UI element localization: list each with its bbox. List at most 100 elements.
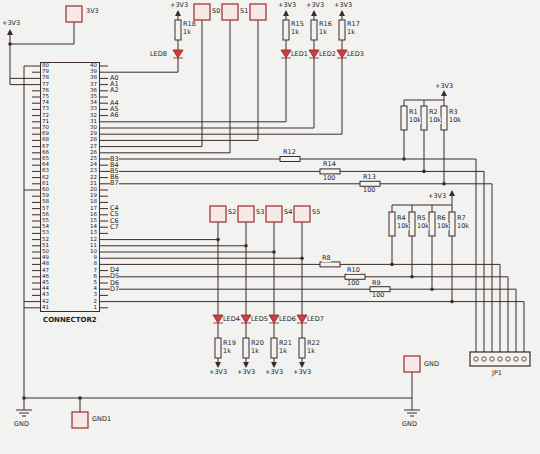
pin-number: 36 [90,88,97,94]
component-label: R20 [251,340,264,347]
component-label: LED4 [223,316,240,323]
pin-number: 54 [42,224,49,230]
pin-number: 12 [90,237,97,243]
component-label: R13 [363,174,376,181]
component-label: R15 [291,21,304,28]
component-label: 1k [291,29,299,36]
schematic-stroke [297,323,307,324]
component-label: 10k [457,223,469,230]
pin-number: 53 [42,230,49,236]
schematic-stroke [238,206,254,222]
component-label: LED5 [251,316,268,323]
schematic-stroke [108,222,302,315]
schematic-stroke [250,4,266,20]
schematic-stroke [404,92,444,100]
schematic-stroke [244,244,248,248]
component-label: R5 [417,215,426,222]
schematic-stroke [482,357,486,361]
terminal-pads [66,4,530,428]
signal-name: A6 [110,112,119,119]
led-symbols [173,50,347,323]
schematic-stroke [392,205,452,302]
schematic-stroke [430,287,434,291]
pin-number: 33 [90,106,97,112]
schematic-stroke [421,106,427,130]
pin-number: 20 [90,187,97,193]
pin-number: 41 [42,305,49,311]
pin-number: 77 [42,82,49,88]
pin-number: 10 [90,249,97,255]
schematic-stroke [10,32,32,85]
pin-number: 69 [42,131,49,137]
arrows-and-dots [7,10,455,400]
component-label: LED2 [319,51,336,58]
component-label: 10k [417,223,429,230]
schematic-stroke [175,10,181,16]
pin-number: 52 [42,237,49,243]
pin-number: 73 [42,106,49,112]
pin-number: 64 [42,162,49,168]
schematic-stroke [175,20,181,40]
pin-number: 18 [90,199,97,205]
component-label: LED1 [291,51,308,58]
pin-number: 47 [42,268,49,274]
component-label: +3V3 [265,369,283,376]
schematic-stroke [300,256,304,260]
component-label: R1 [409,109,418,116]
schematic-stroke [243,338,249,358]
pin-number: 71 [42,119,49,125]
schematic-stroke [410,275,414,279]
pin-number: 5 [94,280,98,286]
schematic-stroke [506,357,510,361]
schematic-stroke [7,29,13,35]
pin-number: 57 [42,206,49,212]
pin-number: 28 [90,137,97,143]
pin-number: 1 [94,305,98,311]
pin-number: 26 [90,150,97,156]
component-label: R7 [457,215,466,222]
pin-number: 45 [42,280,49,286]
schematic-stroke [401,106,407,130]
pin-number: 70 [42,125,49,131]
component-label: S3 [256,209,264,216]
schematic-stroke [72,412,88,428]
component-label: LED8 [150,51,167,58]
component-label: 10k [409,117,421,124]
schematic-stroke [299,362,305,368]
schematic-stroke [22,396,26,400]
wires [10,12,524,416]
schematic-stroke [320,169,340,174]
schematic-stroke [216,238,220,242]
pin-number: 31 [90,119,97,125]
schematic-stroke [32,66,108,308]
pin-number: 4 [94,286,98,292]
schematic-stroke [213,315,223,323]
schematic-stroke [283,10,289,16]
component-label: +3V3 [306,2,324,9]
pin-number: 15 [90,218,97,224]
component-label: R4 [397,215,406,222]
pin-number: 35 [90,94,97,100]
schematic-stroke [80,398,81,412]
schematic-stroke [108,222,246,315]
schematic-stroke [108,222,274,315]
pin-number: 7 [94,268,98,274]
schematic-stroke [402,157,406,161]
pin-number: 29 [90,131,97,137]
component-label: 1k [307,348,315,355]
pin-number: 13 [90,230,97,236]
schematic-stroke [24,66,412,398]
schematic-stroke [311,20,317,40]
schematic-stroke [108,184,492,352]
schematic-stroke [272,250,276,254]
schematic-stroke [449,190,455,196]
pin-number: 78 [42,75,49,81]
schematic-stroke [337,58,347,59]
component-label: R21 [279,340,292,347]
schematic-stroke [360,181,380,186]
schematic-stroke [498,357,502,361]
component-label: 100 [323,175,335,182]
component-label: +3V3 [2,20,20,27]
pin-number: 34 [90,100,97,106]
schematic-stroke [213,323,223,324]
